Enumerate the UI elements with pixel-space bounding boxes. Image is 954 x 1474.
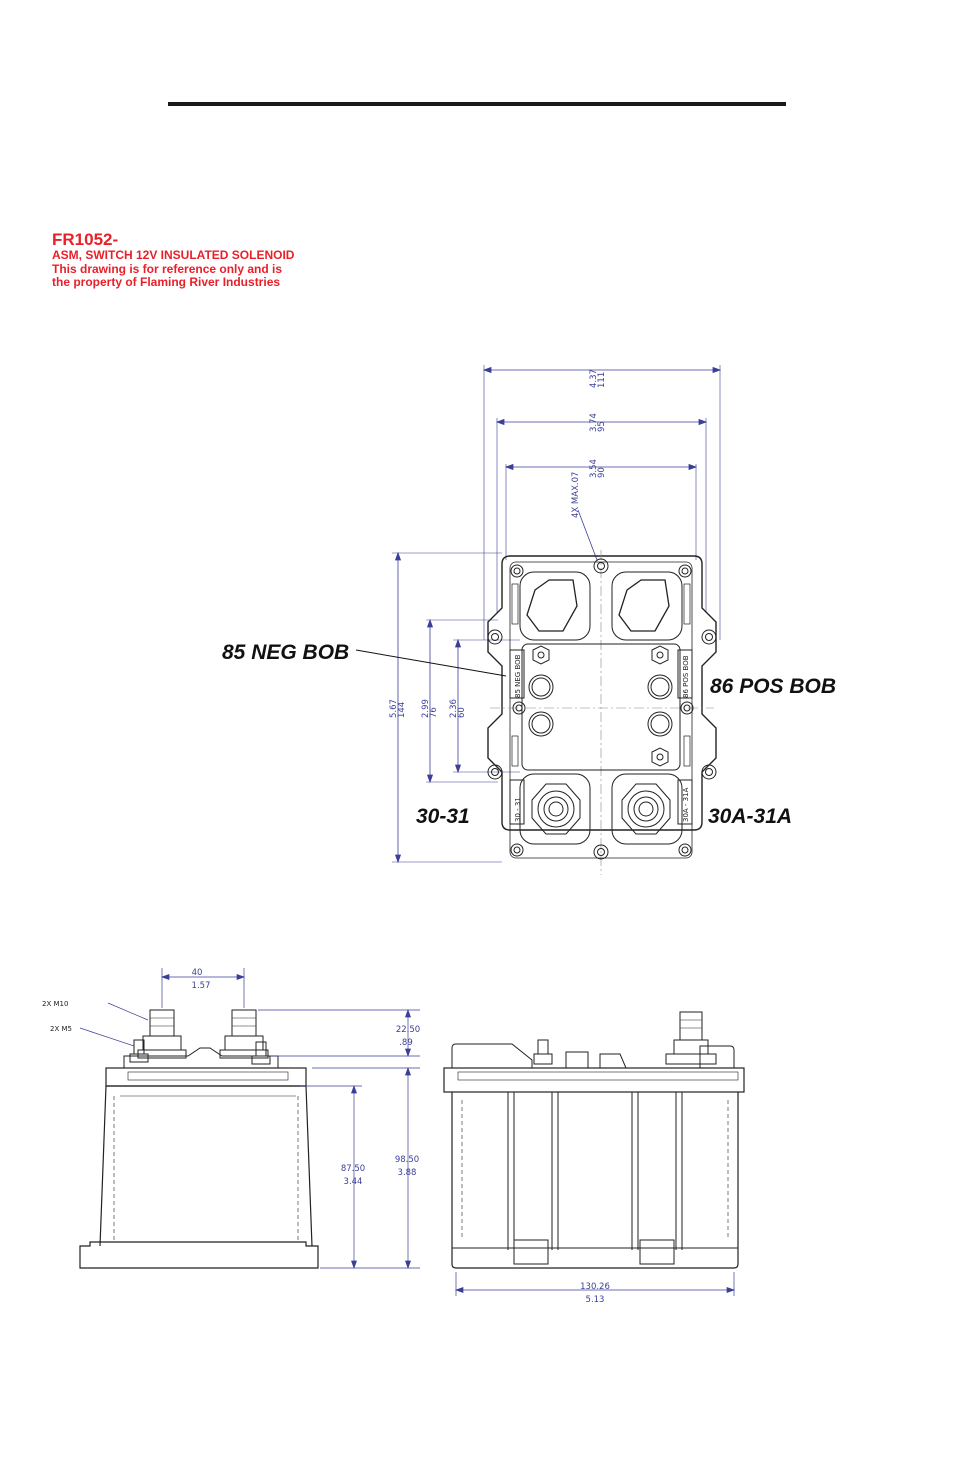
dim-87-50-in: 3.44 bbox=[344, 1177, 363, 1187]
dim-22-50-in: .89 bbox=[399, 1038, 413, 1048]
dim-76-mm: 76 bbox=[429, 707, 439, 718]
side-view bbox=[443, 1011, 745, 1296]
pos-bob-terminal-label: 86 POS BOB bbox=[682, 655, 690, 698]
neg-bob-callout: 85 NEG BOB bbox=[222, 641, 349, 664]
top-view-terminal-labels: 85 NEG BOB 86 POS BOB 30 - 31 30A - 31A bbox=[514, 654, 690, 822]
right-terminal-callout: 30A-31A bbox=[708, 805, 792, 828]
dim-144-in: 5.67 bbox=[389, 699, 399, 718]
dim-111-mm: 111 bbox=[597, 372, 607, 388]
notice-line-2: the property of Flaming River Industries bbox=[52, 275, 281, 289]
m10-note: 2X M10 bbox=[42, 1000, 68, 1008]
top-view bbox=[355, 365, 722, 875]
dim-98-50-in: 3.88 bbox=[398, 1168, 417, 1178]
dim-22-50-mm: 22.50 bbox=[396, 1025, 420, 1035]
dim-40-mm: 40 bbox=[192, 968, 203, 978]
end-view bbox=[79, 968, 420, 1270]
dim-90-mm: 90 bbox=[597, 467, 607, 478]
dim-87-50-mm: 87.50 bbox=[341, 1164, 365, 1174]
dim-111-in: 4.37 bbox=[589, 369, 599, 388]
notice-line-1: This drawing is for reference only and i… bbox=[52, 261, 283, 276]
dim-130-26-in: 5.13 bbox=[586, 1295, 605, 1305]
part-number: FR1052- bbox=[52, 230, 119, 249]
left-terminal-callout: 30-31 bbox=[416, 805, 470, 828]
title-block: FR1052- ASM, SWITCH 12V INSULATED SOLENO… bbox=[52, 230, 294, 290]
dim-76-in: 2.99 bbox=[421, 699, 431, 718]
dim-95-mm: 95 bbox=[597, 421, 607, 432]
dim-144-mm: 144 bbox=[397, 702, 407, 718]
top-rule bbox=[168, 102, 786, 106]
dim-98-50-mm: 98.50 bbox=[395, 1155, 419, 1165]
left-terminal-label: 30 - 31 bbox=[514, 797, 522, 822]
side-view-dimensions: 40 1.57 2X M10 2X M5 22.50 .89 87.50 3.4… bbox=[42, 968, 610, 1305]
dim-60-in: 2.36 bbox=[449, 699, 459, 718]
dim-130-26-mm: 130.26 bbox=[580, 1282, 610, 1292]
dim-90-in: 3.54 bbox=[589, 459, 599, 478]
dim-60-mm: 60 bbox=[457, 707, 467, 718]
pos-bob-callout: 86 POS BOB bbox=[710, 675, 836, 698]
neg-bob-terminal-label: 85 NEG BOB bbox=[514, 654, 522, 698]
dim-95-in: 3.74 bbox=[589, 413, 599, 432]
dim-40-in: 1.57 bbox=[192, 981, 211, 991]
part-description: ASM, SWITCH 12V INSULATED SOLENOID bbox=[52, 248, 295, 262]
m5-note: 2X M5 bbox=[50, 1025, 72, 1033]
right-terminal-label: 30A - 31A bbox=[682, 787, 690, 822]
top-view-dimensions: 111 4.37 95 3.74 90 3.54 4X MAX.07 144 5… bbox=[389, 369, 607, 718]
hole-note: 4X MAX.07 bbox=[571, 472, 581, 518]
